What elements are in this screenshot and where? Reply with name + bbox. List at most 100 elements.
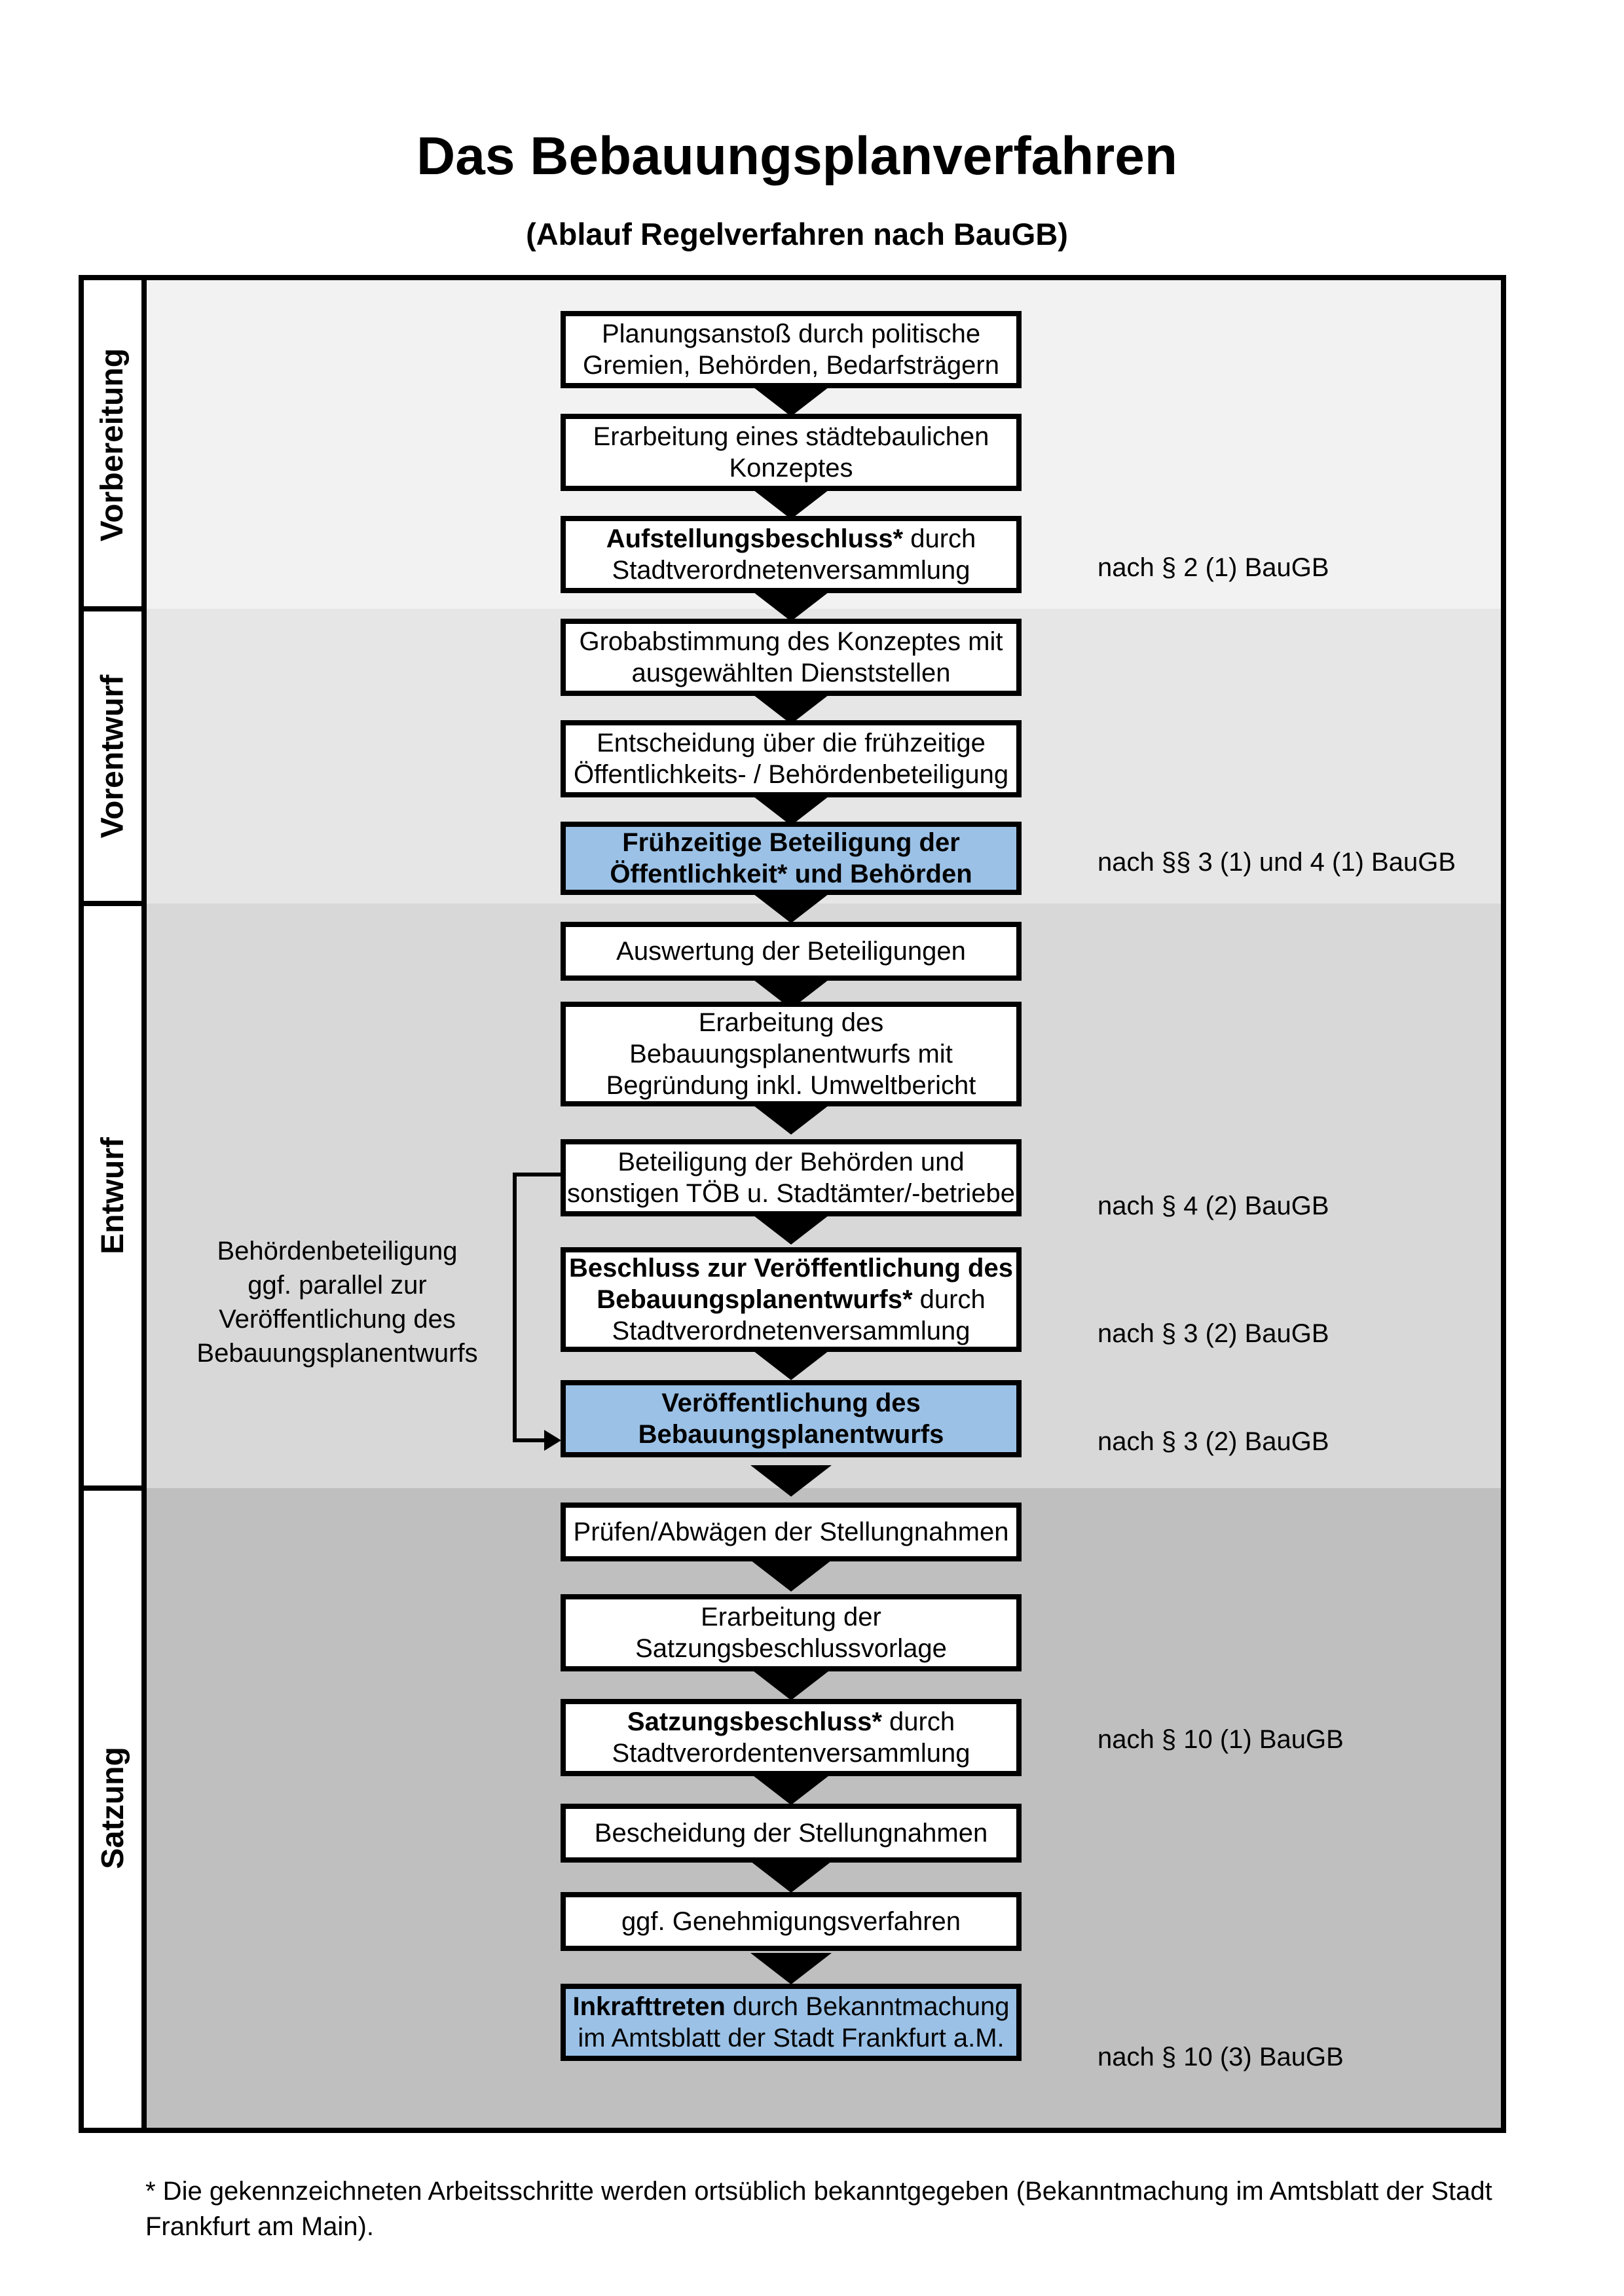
box-line: Stadtverordentenversammlung (612, 1739, 970, 1768)
side-annotation-line: Bebauungsplanentwurfs (196, 1339, 478, 1368)
phase-column-separator (141, 280, 147, 2128)
box-line: Bescheidung der Stellungnahmen (594, 1819, 988, 1848)
flow-arrow-down (750, 1774, 832, 1805)
flow-arrow-down (750, 1953, 832, 1984)
box-line-bold: Bebauungsplanentwurfs (638, 1420, 944, 1449)
box-line: Inkrafttreten durch Bekanntmachung (572, 1991, 1009, 2022)
parallel-connector-horizontal-bottom (513, 1438, 545, 1442)
legal-reference-behoerdenbeteiligung: nach § 4 (2) BauGB (1098, 1192, 1329, 1220)
parallel-connector-vertical (513, 1173, 517, 1442)
box-line: Bebauungsplanentwurfs* durch (597, 1284, 985, 1315)
diagram-frame (79, 275, 1506, 2133)
parallel-connector-horizontal-top (513, 1173, 561, 1176)
legal-reference-fruehzeitige-beteiligung: nach §§ 3 (1) und 4 (1) BauGB (1098, 848, 1456, 877)
box-line-bold: Frühzeitige Beteiligung der (622, 828, 960, 857)
box-line-bold: Veröffentlichung des (661, 1389, 921, 1417)
box-line: Entscheidung über die frühzeitige (597, 729, 986, 757)
box-line: Prüfen/Abwägen der Stellungnahmen (573, 1518, 1009, 1546)
legal-reference-inkrafttreten: nach § 10 (3) BauGB (1098, 2043, 1344, 2071)
phase-label-vorentwurf: Vorentwurf (84, 609, 141, 903)
flow-box-beschluss-veroeffentlichung: Beschluss zur Veröffentlichung des Bebau… (561, 1247, 1022, 1352)
legal-reference-aufstellungsbeschluss: nach § 2 (1) BauGB (1098, 553, 1329, 582)
box-line: Grobabstimmung des Konzeptes mit (579, 627, 1003, 656)
box-line: Erarbeitung der (701, 1603, 881, 1631)
flow-box-fruehzeitige-beteiligung: Frühzeitige Beteiligung der Öffentlichke… (561, 822, 1022, 895)
box-line-bold: Bebauungsplanentwurfs* (597, 1285, 913, 1314)
flow-box-auswertung-beteiligungen: Auswertung der Beteiligungen (561, 922, 1022, 981)
side-annotation-line: Behördenbeteiligung (217, 1237, 458, 1266)
flow-arrow-down (750, 1861, 832, 1893)
flow-box-pruefen-abwaegen: Prüfen/Abwägen der Stellungnahmen (561, 1503, 1022, 1561)
box-line: Erarbeitung eines städtebaulichen (593, 422, 989, 451)
footnote-line: Frankfurt am Main). (145, 2212, 374, 2241)
page-subtitle: (Ablauf Regelverfahren nach BauGB) (526, 217, 1068, 251)
box-line-bold: Aufstellungsbeschluss* (606, 524, 904, 553)
flow-arrow-down (750, 488, 832, 519)
phase-separator-line-3 (84, 1485, 147, 1491)
flow-box-planungsanstoss: Planungsanstoß durch politische Gremien,… (561, 311, 1022, 388)
flow-arrow-down (750, 1349, 832, 1380)
legal-reference-veroeffentlichung: nach § 3 (2) BauGB (1098, 1427, 1329, 1456)
flow-arrow-down (750, 1669, 832, 1700)
flow-arrow-down (750, 892, 832, 923)
flow-arrow-down (750, 693, 832, 724)
box-line: Konzeptes (729, 454, 853, 483)
box-line: ggf. Genehmigungsverfahren (621, 1907, 961, 1936)
box-line: im Amtsblatt der Stadt Frankfurt a.M. (578, 2024, 1005, 2052)
box-line: Begründung inkl. Umweltbericht (606, 1071, 976, 1100)
box-line: Satzungsbeschlussvorlage (635, 1634, 947, 1663)
flow-arrow-down (750, 1465, 832, 1497)
flow-arrow-down (750, 1103, 832, 1135)
box-line-regular: durch (903, 524, 976, 553)
phase-label-text: Vorbereitung (95, 348, 130, 541)
flow-arrow-down (750, 1560, 832, 1592)
legal-reference-beschluss-veroeffentlichung: nach § 3 (2) BauGB (1098, 1319, 1329, 1348)
box-line-bold: Beschluss zur Veröffentlichung des (569, 1254, 1013, 1283)
flow-box-grobabstimmung: Grobabstimmung des Konzeptes mit ausgewä… (561, 619, 1022, 696)
box-line-bold: Öffentlichkeit* und Behörden (610, 860, 972, 888)
flow-box-inkrafttreten: Inkrafttreten durch Bekanntmachung im Am… (561, 1984, 1022, 2061)
page-title: Das Bebauungsplanverfahren (416, 126, 1177, 186)
side-annotation-line: ggf. parallel zur (248, 1271, 427, 1300)
box-line: Erarbeitung des (698, 1008, 884, 1037)
box-line-bold: Inkrafttreten (572, 1992, 726, 2021)
box-line: Satzungsbeschluss* durch (627, 1706, 955, 1738)
legal-reference-satzungsbeschluss: nach § 10 (1) BauGB (1098, 1725, 1344, 1754)
flow-box-erarbeitung-bebauungsplanentwurf: Erarbeitung des Bebauungsplanentwurfs mi… (561, 1002, 1022, 1106)
phase-label-entwurf: Entwurf (84, 903, 141, 1488)
box-line: sonstigen TÖB u. Stadtämter/-betriebe (566, 1179, 1016, 1208)
side-annotation-line: Veröffentlichung des (219, 1305, 456, 1334)
flow-box-behoerdenbeteiligung: Beteiligung der Behörden und sonstigen T… (561, 1139, 1022, 1216)
box-line: Aufstellungsbeschluss* durch (606, 523, 976, 555)
box-line: Auswertung der Beteiligungen (616, 937, 966, 966)
phase-label-vorbereitung: Vorbereitung (84, 280, 141, 609)
flow-arrow-down (750, 385, 832, 416)
flow-box-bescheidung-stellungnahmen: Bescheidung der Stellungnahmen (561, 1804, 1022, 1863)
flow-arrow-down (750, 1213, 832, 1245)
parallel-connector-arrowhead-icon (544, 1430, 561, 1451)
phase-label-text: Entwurf (95, 1137, 130, 1254)
flow-box-satzungsbeschluss: Satzungsbeschluss* durch Stadtverordente… (561, 1699, 1022, 1776)
box-line-regular: durch (881, 1707, 955, 1736)
box-line: Stadtverordnetenversammlung (612, 556, 970, 585)
box-line: ausgewählten Dienststellen (631, 659, 951, 687)
phase-separator-line-1 (84, 606, 147, 611)
flow-box-entscheidung-fruehzeitige-beteiligung: Entscheidung über die frühzeitige Öffent… (561, 720, 1022, 797)
box-line: Planungsanstoß durch politische (601, 319, 981, 348)
box-line: Gremien, Behörden, Bedarfsträgern (583, 351, 999, 380)
phase-label-text: Satzung (95, 1747, 130, 1869)
phase-label-satzung: Satzung (84, 1488, 141, 2128)
flow-box-genehmigungsverfahren: ggf. Genehmigungsverfahren (561, 1892, 1022, 1951)
flow-box-staedtebauliches-konzept: Erarbeitung eines städtebaulichen Konzep… (561, 414, 1022, 491)
box-line-regular: durch Bekanntmachung (725, 1992, 1010, 2021)
phase-separator-line-2 (84, 901, 147, 906)
box-line: Stadtverordnetenversammlung (612, 1317, 970, 1345)
side-annotation: Behördenbeteiligung ggf. parallel zur Ve… (196, 1234, 478, 1370)
box-line-bold: Satzungsbeschluss* (627, 1707, 882, 1736)
box-line: Beteiligung der Behörden und (618, 1148, 965, 1176)
flow-box-satzungsbeschlussvorlage: Erarbeitung der Satzungsbeschlussvorlage (561, 1594, 1022, 1671)
flow-arrow-down (750, 590, 832, 621)
flow-arrow-down (750, 794, 832, 826)
phase-label-text: Vorentwurf (95, 674, 130, 838)
